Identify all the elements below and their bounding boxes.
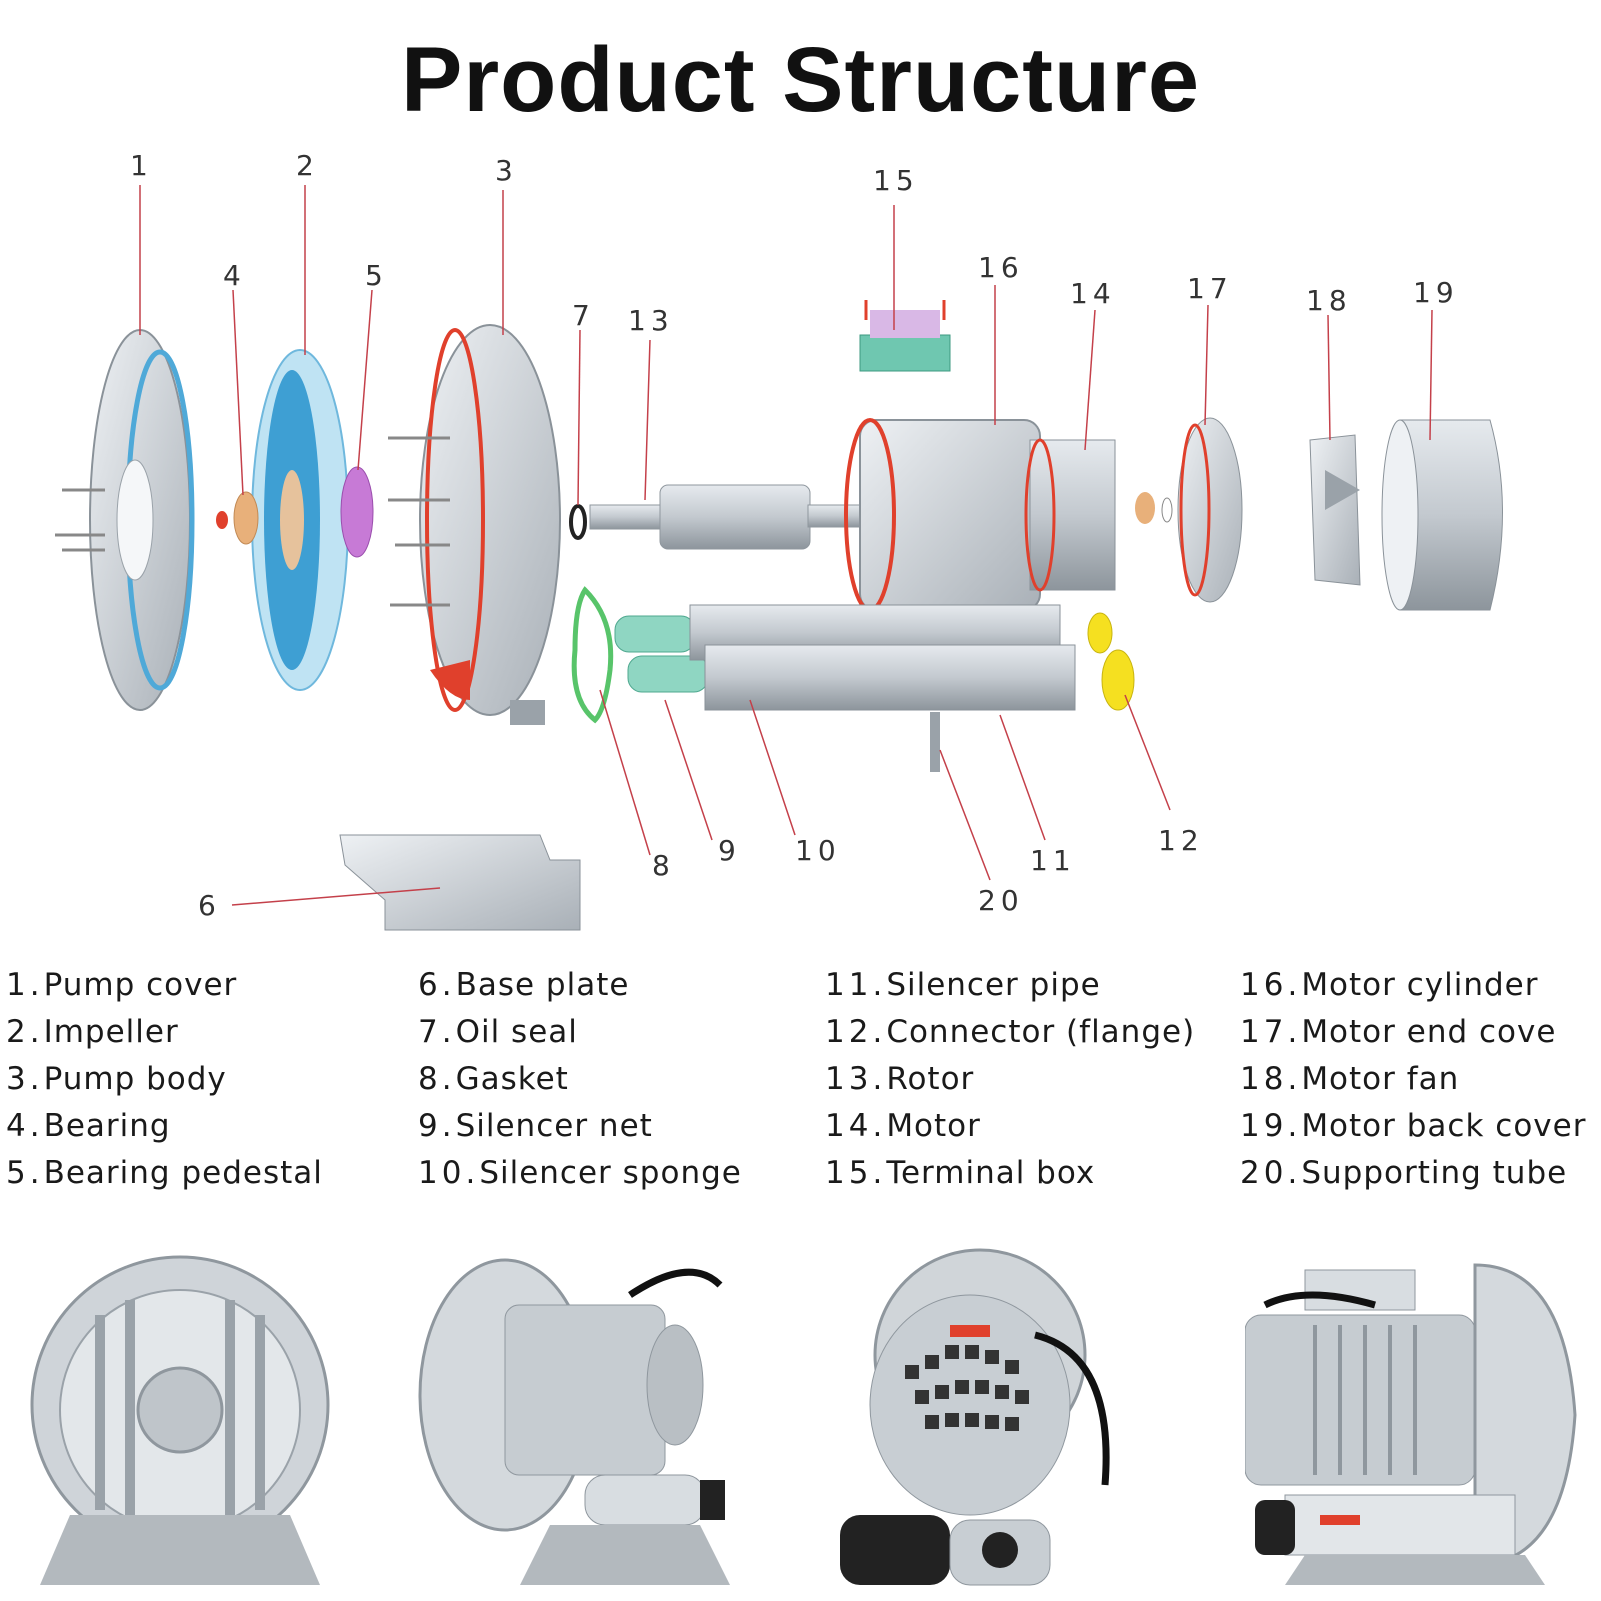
terminal-box-part [859,300,951,372]
product-photos [0,1245,1601,1595]
callout-9: 9 [718,834,741,867]
callout-17: 17 [1187,272,1233,305]
exploded-view-diagram: 1 2 3 4 5 6 7 8 9 10 11 12 13 14 15 16 1… [55,149,1503,931]
base-plate-part [339,834,581,931]
callout-4: 4 [223,259,246,292]
callout-3: 3 [495,154,518,187]
legend-item: 8.Gasket [418,1061,569,1097]
callout-5: 5 [365,259,388,292]
callout-19: 19 [1413,276,1459,309]
blower-front-photo [30,1255,330,1585]
legend-column-4: 16.Motor cylinder 17.Motor end cove 18.M… [1240,962,1586,1197]
parts-legend: 1.Pump cover 2.Impeller 3.Pump body 4.Be… [0,962,1601,1212]
callout-10: 10 [795,834,841,867]
pump-body-part [388,324,561,725]
legend-item: 18.Motor fan [1240,1061,1460,1097]
oil-plug-part [216,511,228,529]
callout-11: 11 [1030,844,1076,877]
callout-20: 20 [978,884,1024,917]
legend-item: 15.Terminal box [825,1155,1096,1191]
legend-column-2: 6.Base plate 7.Oil seal 8.Gasket 9.Silen… [418,962,742,1197]
motor-end-cover-part [1135,417,1243,603]
legend-item: 19.Motor back cover [1240,1108,1587,1144]
legend-column-1: 1.Pump cover 2.Impeller 3.Pump body 4.Be… [6,962,323,1197]
legend-item: 6.Base plate [418,967,630,1003]
blower-rear-photo [840,1248,1110,1586]
gasket-part [571,586,614,724]
legend-item: 7.Oil seal [418,1014,578,1050]
bearing-part [233,491,259,545]
legend-item: 17.Motor end cove [1240,1014,1557,1050]
legend-item: 3.Pump body [6,1061,227,1097]
callout-7: 7 [572,299,595,332]
motor-fan-part [1309,434,1361,586]
callout-2: 2 [296,149,319,182]
callout-12: 12 [1158,824,1204,857]
oil-seal-part [569,504,587,540]
blower-side-photo [1245,1263,1577,1585]
impeller-part [251,349,349,691]
leader-lines [139,185,1433,906]
callout-1: 1 [130,149,153,182]
callout-15: 15 [873,164,919,197]
silencer-pipe-part [689,604,1076,772]
legend-item: 16.Motor cylinder [1240,967,1539,1003]
legend-item: 13.Rotor [825,1061,975,1097]
motor-part [844,418,1116,612]
callout-16: 16 [978,251,1024,284]
callout-6: 6 [198,889,221,922]
silencer-net-part [614,615,709,693]
legend-item: 10.Silencer sponge [418,1155,742,1191]
bearing-pedestal-part [340,466,374,558]
blower-angle-photo [418,1258,730,1585]
legend-item: 4.Bearing [6,1108,171,1144]
legend-item: 9.Silencer net [418,1108,653,1144]
page-title: Product Structure [400,29,1201,131]
legend-item: 11.Silencer pipe [825,967,1101,1003]
callout-18: 18 [1306,284,1352,317]
pump-cover-part [55,329,195,711]
legend-item: 20.Supporting tube [1240,1155,1568,1191]
connector-flange-part [1087,612,1135,711]
legend-item: 2.Impeller [6,1014,179,1050]
legend-item: 1.Pump cover [6,967,238,1003]
legend-item: 14.Motor [825,1108,981,1144]
rotor-part [589,484,869,550]
callout-8: 8 [652,849,675,882]
motor-back-cover-part [1381,419,1503,611]
legend-item: 5.Bearing pedestal [6,1155,323,1191]
callout-13: 13 [628,304,674,337]
callout-14: 14 [1070,277,1116,310]
legend-item: 12.Connector (flange) [825,1014,1196,1050]
legend-column-3: 11.Silencer pipe 12.Connector (flange) 1… [825,962,1195,1197]
